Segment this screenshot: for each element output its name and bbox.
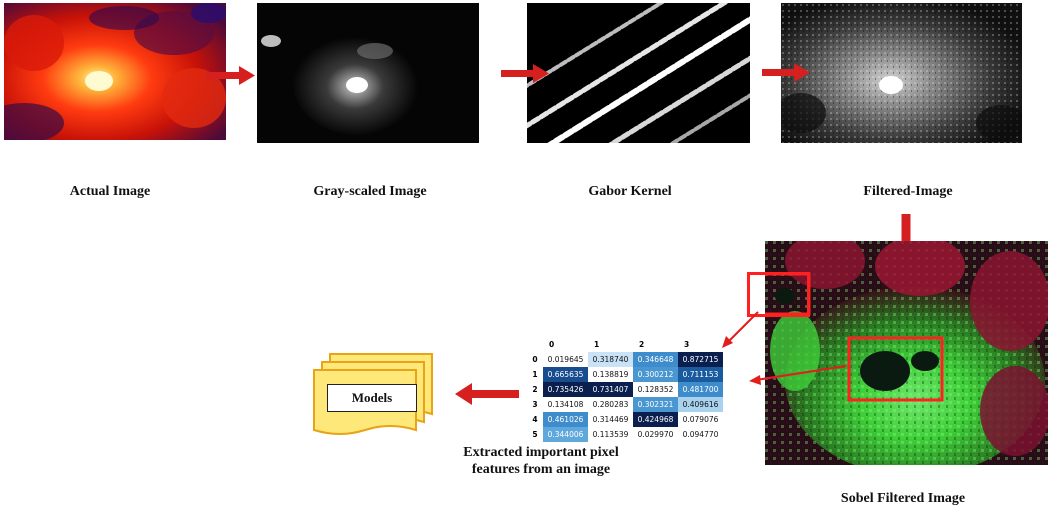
column-header: 3: [684, 340, 690, 349]
table-cell: 0.731407: [588, 382, 633, 397]
table-cell: 0.280283: [588, 397, 633, 412]
table-cell: 0.344006: [543, 427, 588, 442]
caption-gray-scaled-image: Gray-scaled Image: [313, 184, 427, 199]
table-cell: 0.711153: [678, 367, 723, 382]
table-cell: 0.735426: [543, 382, 588, 397]
caption-sobel-filtered-image: Sobel Filtered Image: [840, 491, 966, 506]
row-header: 0: [532, 355, 538, 364]
table-cell: 0.113539: [588, 427, 633, 442]
table-cell: 0.409616: [678, 397, 723, 412]
table-cell: 0.346648: [633, 352, 678, 367]
table-cell: 0.665635: [543, 367, 588, 382]
arrow-gabor-to-filtered: [762, 63, 810, 82]
table-cell: 0.461026: [543, 412, 588, 427]
table-cell: 0.138819: [588, 367, 633, 382]
table-cell: 0.872715: [678, 352, 723, 367]
table-cell: 0.481700: [678, 382, 723, 397]
arrow-actual-to-gray: [205, 66, 255, 85]
table-cell: 0.134108: [543, 397, 588, 412]
gray-scaled-image: [257, 3, 479, 143]
table-cell: 0.424968: [633, 412, 678, 427]
row-header: 2: [532, 385, 538, 394]
row-header: 3: [532, 400, 538, 409]
table-row: 5 0.344006 0.113539 0.029970 0.094770: [527, 427, 723, 442]
row-header: 4: [532, 415, 538, 424]
column-header: 0: [549, 340, 555, 349]
table-cell: 0.314469: [588, 412, 633, 427]
table-cell: 0.079076: [678, 412, 723, 427]
filtered-image: [781, 3, 1022, 143]
table-row: 2 0.735426 0.731407 0.128352 0.481700: [527, 382, 723, 397]
table-cell: 0.019645: [543, 352, 588, 367]
sobel-filtered-image: [765, 241, 1048, 465]
column-header: 1: [594, 340, 600, 349]
table-row: 1 0.665635 0.138819 0.300212 0.711153: [527, 367, 723, 382]
arrow-table-to-models: [455, 383, 519, 405]
row-header: 1: [532, 370, 538, 379]
highlight-box-large: [847, 336, 944, 402]
arrow-gray-to-gabor: [501, 64, 549, 83]
table-header-row: 0 1 2 3: [527, 337, 723, 352]
caption-gabor-kernel: Gabor Kernel: [588, 184, 672, 199]
highlight-box-small-outline: [747, 272, 810, 317]
actual-image: [4, 3, 226, 140]
table-cell: 0.094770: [678, 427, 723, 442]
table-cell: 0.128352: [633, 382, 678, 397]
table-row: 3 0.134108 0.280283 0.302321 0.409616: [527, 397, 723, 412]
models-label: Models: [327, 384, 417, 412]
pointer-arrows: [722, 311, 847, 385]
caption-filtered-image: Filtered-Image: [863, 184, 953, 199]
caption-actual-image: Actual Image: [69, 184, 151, 199]
table-corner: [527, 337, 543, 352]
feature-table: 0 1 2 3 0 0.019645 0.318740 0.346648 0.8…: [527, 337, 723, 442]
column-header: 2: [639, 340, 645, 349]
caption-extracted-features: Extracted important pixel features from …: [463, 445, 619, 477]
table-row: 4 0.461026 0.314469 0.424968 0.079076: [527, 412, 723, 427]
table-cell: 0.302321: [633, 397, 678, 412]
row-header: 5: [532, 430, 538, 439]
gabor-kernel-image: [527, 3, 750, 143]
table-cell: 0.029970: [633, 427, 678, 442]
table-row: 0 0.019645 0.318740 0.346648 0.872715: [527, 352, 723, 367]
table-cell: 0.300212: [633, 367, 678, 382]
table-cell: 0.318740: [588, 352, 633, 367]
